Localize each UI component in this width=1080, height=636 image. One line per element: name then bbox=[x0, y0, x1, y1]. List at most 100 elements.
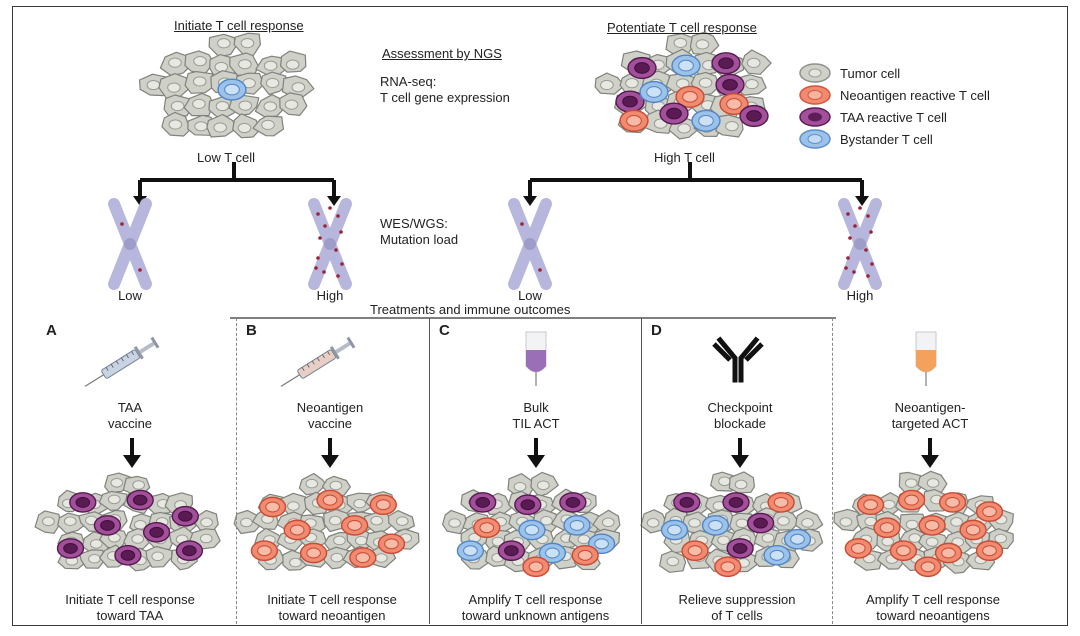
tumor-cell bbox=[770, 510, 800, 531]
treatment-label: Neoantigen- targeted ACT bbox=[891, 400, 969, 431]
wes-text: WES/WGS: Mutation load bbox=[380, 216, 459, 247]
t-cell bbox=[126, 489, 154, 511]
tumor-cell bbox=[34, 510, 61, 534]
low-t-cell-tumor bbox=[138, 32, 315, 139]
outcome-label: Relieve suppression of T cells bbox=[678, 592, 796, 623]
t-cell bbox=[469, 492, 497, 513]
tumor-cell bbox=[442, 509, 467, 535]
t-cell bbox=[934, 542, 963, 564]
legend-label: TAA reactive T cell bbox=[840, 109, 947, 125]
tumor-cell bbox=[594, 72, 625, 95]
t-cell bbox=[711, 52, 741, 75]
t-cell bbox=[316, 489, 344, 511]
t-cell bbox=[671, 54, 701, 77]
t-cell bbox=[250, 540, 279, 562]
tumor-cell bbox=[208, 33, 238, 58]
t-cell bbox=[889, 540, 918, 562]
t-cell bbox=[627, 56, 657, 80]
t-cell bbox=[701, 515, 730, 536]
t-cell bbox=[763, 544, 791, 566]
down-arrow bbox=[123, 438, 141, 468]
tumor-cell bbox=[184, 70, 214, 94]
t-cell bbox=[660, 519, 689, 541]
tumor-cell bbox=[279, 92, 308, 117]
legend-item-bystander: Bystander T cell bbox=[798, 128, 933, 150]
t-cell bbox=[114, 544, 142, 566]
legend-item-neoantigen: Neoantigen reactive T cell bbox=[798, 84, 990, 106]
tumor-cell-icon bbox=[799, 63, 831, 83]
panel-divider bbox=[429, 318, 430, 624]
low-t-cell-label: Low T cell bbox=[197, 150, 256, 165]
t-cell bbox=[639, 80, 669, 104]
down-arrow bbox=[527, 438, 545, 468]
t-cell bbox=[719, 92, 749, 116]
t-cell bbox=[142, 521, 171, 543]
treatment-label: TAA vaccine bbox=[107, 400, 153, 431]
tumor-cell bbox=[346, 492, 375, 513]
tumor-cell bbox=[530, 471, 559, 497]
panel-divider bbox=[641, 318, 642, 624]
taa-t-cell-icon bbox=[799, 107, 831, 127]
treatment-label: Neoantigen vaccine bbox=[296, 400, 364, 431]
tumor-cell bbox=[710, 471, 736, 492]
t-cell bbox=[258, 496, 287, 518]
t-cell bbox=[844, 538, 872, 559]
tumor-cell bbox=[833, 508, 862, 532]
tumor-cell bbox=[280, 50, 307, 73]
legend-item-taa: TAA reactive T cell bbox=[798, 106, 947, 128]
t-cell bbox=[675, 85, 705, 108]
syringe-icon bbox=[84, 336, 160, 387]
iv-bag-icon bbox=[915, 331, 937, 386]
panel-c-tumor bbox=[442, 471, 621, 578]
tumor-cell bbox=[281, 75, 315, 99]
tumor-cell bbox=[260, 71, 288, 96]
syringe-icon bbox=[280, 336, 356, 387]
tumor-cell bbox=[715, 114, 744, 138]
high-t-cell-tumor bbox=[594, 31, 772, 140]
tumor-cell bbox=[388, 510, 415, 532]
panel-d-tumor bbox=[640, 471, 824, 578]
outcome-label: Amplify T cell response toward neoantige… bbox=[866, 592, 1000, 623]
tumor-cell bbox=[917, 470, 948, 493]
t-cell bbox=[975, 501, 1004, 522]
tumor-cell bbox=[640, 509, 668, 534]
tumor-cell bbox=[235, 72, 265, 95]
initiate-heading: Initiate T cell response bbox=[174, 18, 304, 33]
down-arrow bbox=[321, 438, 339, 468]
t-cell bbox=[175, 540, 204, 562]
panel-letter-d: D bbox=[651, 322, 662, 339]
figure-frame bbox=[12, 6, 1068, 626]
chromosome-low-2 bbox=[508, 198, 552, 290]
t-cell bbox=[938, 492, 967, 513]
tumor-cell bbox=[145, 545, 173, 568]
t-cell bbox=[897, 489, 926, 511]
legend-label: Tumor cell bbox=[840, 65, 901, 81]
tumor-cell bbox=[79, 549, 106, 569]
t-cell bbox=[473, 517, 501, 539]
t-cell bbox=[522, 556, 550, 578]
high-t-cell-label: High T cell bbox=[654, 150, 715, 165]
tumor-cell bbox=[159, 51, 193, 77]
iv-bag-icon bbox=[525, 331, 547, 386]
t-cell bbox=[681, 540, 709, 562]
panel-divider bbox=[832, 318, 833, 624]
t-cell bbox=[349, 547, 377, 568]
tumor-cell bbox=[229, 52, 260, 77]
chromosome-high-2 bbox=[838, 198, 882, 290]
rnaseq-text: RNA-seq: T cell gene expression bbox=[380, 74, 510, 105]
outcome-label: Amplify T cell response toward unknown a… bbox=[461, 592, 610, 623]
t-cell bbox=[456, 540, 485, 562]
tumor-cell bbox=[232, 113, 261, 139]
t-cell bbox=[959, 519, 987, 541]
bystander-t-cell-icon bbox=[799, 129, 831, 149]
tumor-cell bbox=[728, 471, 756, 494]
t-cell bbox=[514, 494, 542, 516]
tumor-cell bbox=[795, 509, 824, 531]
legend-label: Bystander T cell bbox=[840, 131, 933, 147]
t-cell bbox=[673, 492, 701, 513]
t-cell bbox=[975, 540, 1004, 562]
t-cell bbox=[377, 533, 406, 555]
legend-item-tumor: Tumor cell bbox=[798, 62, 900, 84]
